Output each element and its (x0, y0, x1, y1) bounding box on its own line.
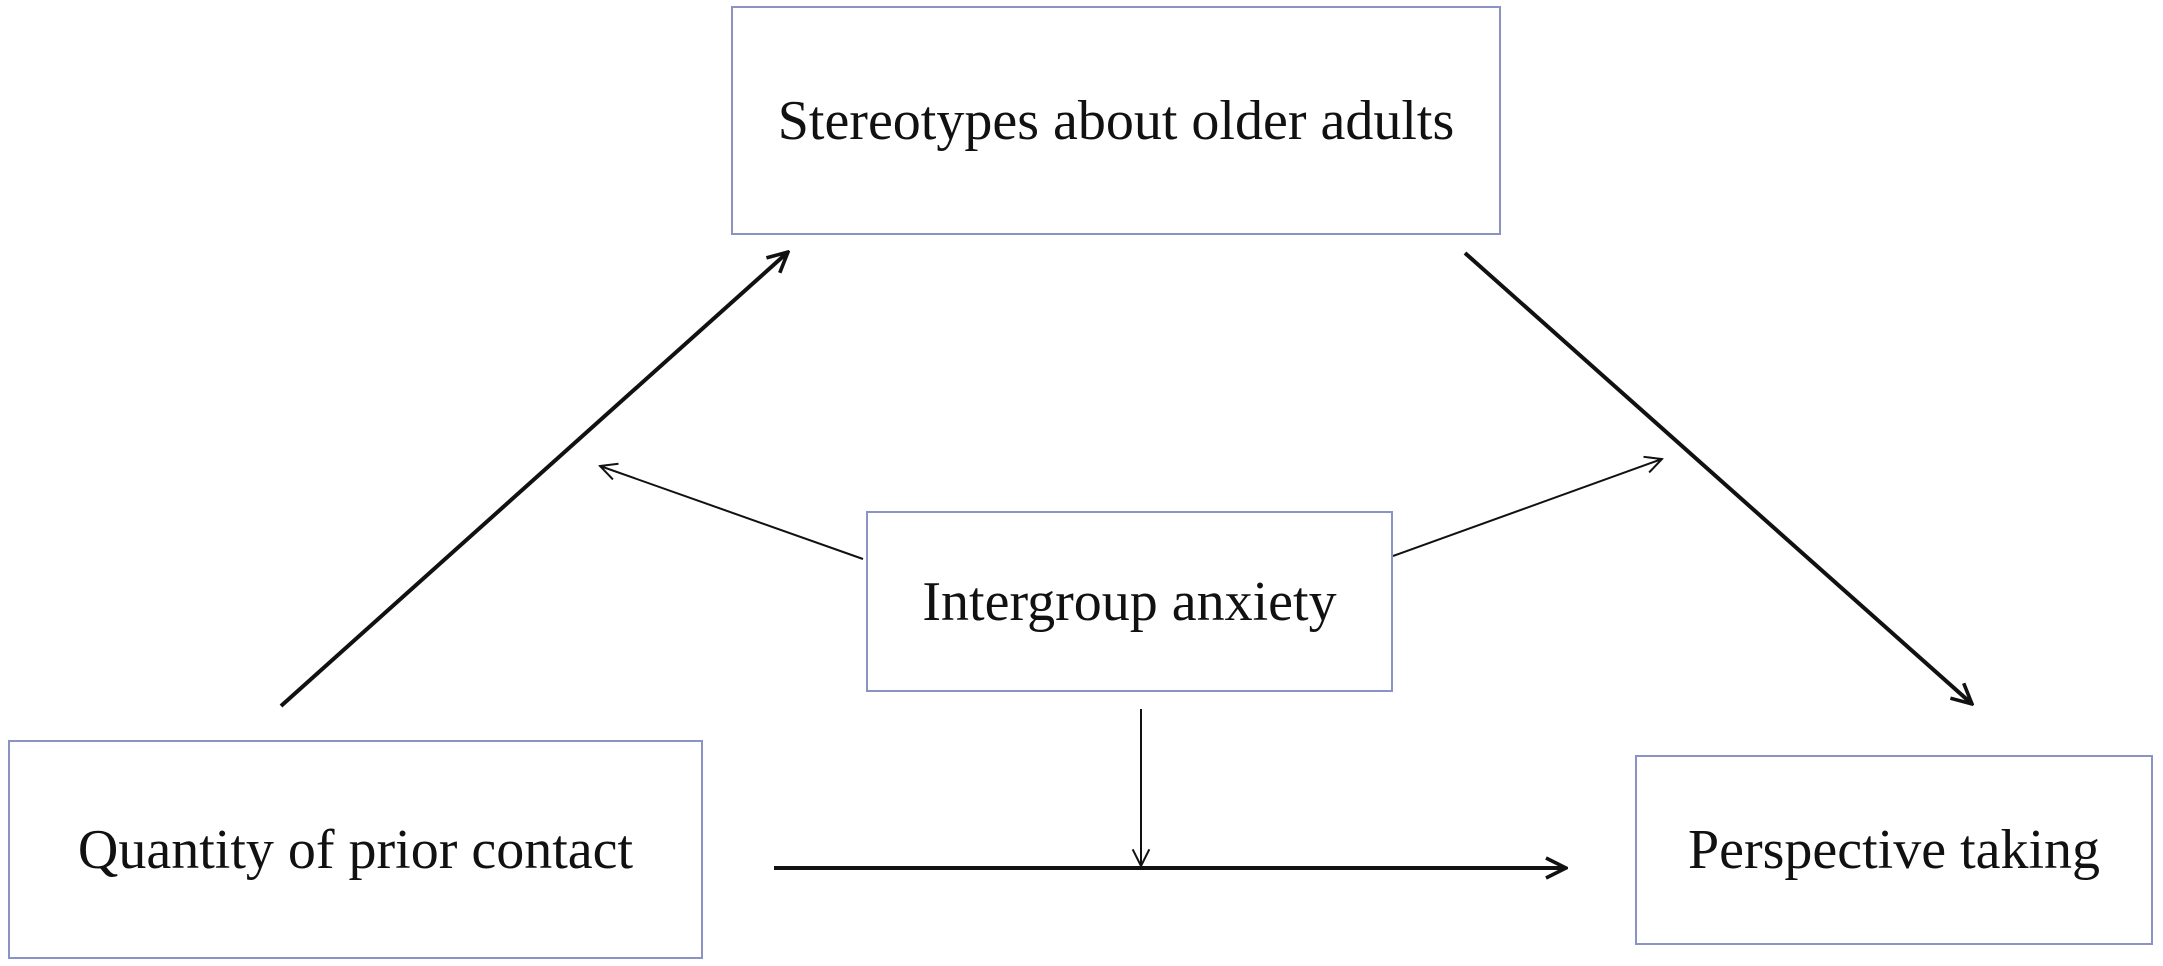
node-quantity-of-prior-contact: Quantity of prior contact (8, 740, 703, 959)
node-intergroup-anxiety: Intergroup anxiety (866, 511, 1393, 692)
node-label: Stereotypes about older adults (777, 89, 1455, 152)
node-label: Perspective taking (1687, 819, 2101, 881)
node-stereotypes-about-older-adults: Stereotypes about older adults (731, 6, 1501, 235)
moderation-arrow-left (600, 466, 864, 560)
moderation-arrow-right (1392, 459, 1662, 557)
node-perspective-taking: Perspective taking (1635, 755, 2153, 945)
arrow-stereotypes-to-perspective (1463, 251, 1972, 704)
node-label: Quantity of prior contact (77, 818, 634, 881)
arrow-contact-to-stereotypes (279, 252, 788, 708)
node-label: Intergroup anxiety (922, 570, 1337, 633)
